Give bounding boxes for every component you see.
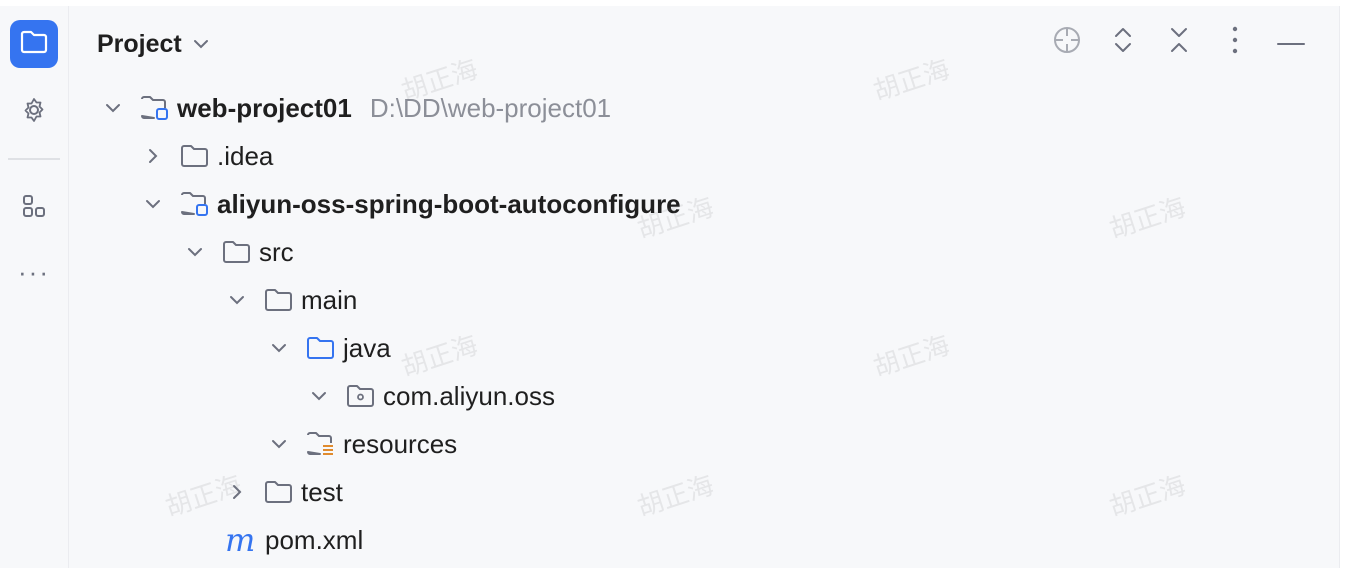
tree-label-pom: pom.xml xyxy=(265,524,364,555)
tree-label-resources: resources xyxy=(343,428,458,459)
chevron-down-icon[interactable] xyxy=(309,386,329,406)
tree-row-test[interactable]: test xyxy=(227,470,343,514)
tree-row-package[interactable]: com.aliyun.oss xyxy=(309,374,555,418)
package-icon xyxy=(345,381,379,411)
chevron-right-icon[interactable] xyxy=(227,482,247,502)
tree-row-root[interactable]: web-project01 D:\DD\web-project01 xyxy=(103,86,611,130)
panel-toolbar xyxy=(1049,24,1329,60)
project-tool-button[interactable] xyxy=(10,20,58,68)
gear-icon xyxy=(21,97,47,128)
strip-divider xyxy=(8,158,60,160)
panel-title: Project xyxy=(97,29,182,58)
panel-right-edge xyxy=(1339,6,1352,568)
locate-icon xyxy=(1051,24,1083,61)
tree-row-pom[interactable]: m pom.xml xyxy=(225,518,363,562)
settings-tool-button[interactable] xyxy=(10,88,58,136)
tree-label-package: com.aliyun.oss xyxy=(383,380,555,411)
tree-row-java[interactable]: java xyxy=(269,326,391,370)
collapse-all-icon xyxy=(1167,24,1191,61)
tree-row-resources[interactable]: resources xyxy=(269,422,457,466)
module-folder-icon xyxy=(179,189,213,219)
tree-row-idea[interactable]: .idea xyxy=(143,134,273,178)
options-button[interactable] xyxy=(1217,24,1253,60)
chevron-down-icon[interactable] xyxy=(192,38,210,50)
tree-root-path: D:\DD\web-project01 xyxy=(369,92,612,123)
resources-folder-icon xyxy=(305,429,339,459)
tree-label-java: java xyxy=(343,332,391,363)
minimize-button[interactable] xyxy=(1273,24,1309,60)
locate-button[interactable] xyxy=(1049,24,1085,60)
folder-icon xyxy=(19,29,49,60)
expand-all-icon xyxy=(1111,24,1135,61)
tree-label-module: aliyun-oss-spring-boot-autoconfigure xyxy=(217,188,681,219)
source-folder-icon xyxy=(305,333,339,363)
chevron-down-icon[interactable] xyxy=(185,242,205,262)
tree-row-main[interactable]: main xyxy=(227,278,357,322)
tree-label-idea: .idea xyxy=(217,140,274,171)
tree-label-test: test xyxy=(301,476,343,507)
expand-all-button[interactable] xyxy=(1105,24,1141,60)
chevron-down-icon[interactable] xyxy=(269,434,289,454)
tree-label-src: src xyxy=(259,236,294,267)
structure-icon xyxy=(21,193,47,224)
tree-label-main: main xyxy=(301,284,358,315)
tree-row-src[interactable]: src xyxy=(185,230,294,274)
chevron-down-icon[interactable] xyxy=(227,290,247,310)
folder-icon xyxy=(179,141,213,171)
chevron-down-icon[interactable] xyxy=(143,194,163,214)
tree-label-root: web-project01 xyxy=(177,92,352,123)
chevron-down-icon[interactable] xyxy=(269,338,289,358)
tree-row-module[interactable]: aliyun-oss-spring-boot-autoconfigure xyxy=(143,182,681,226)
more-tool-windows-button[interactable]: ··· xyxy=(10,248,58,296)
options-icon xyxy=(1231,25,1239,60)
structure-tool-button[interactable] xyxy=(10,184,58,232)
module-folder-icon xyxy=(139,93,173,123)
more-icon: ··· xyxy=(18,257,50,287)
chevron-right-icon[interactable] xyxy=(143,146,163,166)
folder-icon xyxy=(263,477,297,507)
chevron-down-icon[interactable] xyxy=(103,98,123,118)
tool-window-strip: ··· xyxy=(0,6,69,568)
minimize-icon xyxy=(1277,33,1305,51)
folder-icon xyxy=(263,285,297,315)
panel-header[interactable]: Project xyxy=(97,26,210,62)
project-panel: Project xyxy=(69,6,1339,568)
maven-icon: m xyxy=(225,521,256,559)
folder-icon xyxy=(221,237,255,267)
collapse-all-button[interactable] xyxy=(1161,24,1197,60)
